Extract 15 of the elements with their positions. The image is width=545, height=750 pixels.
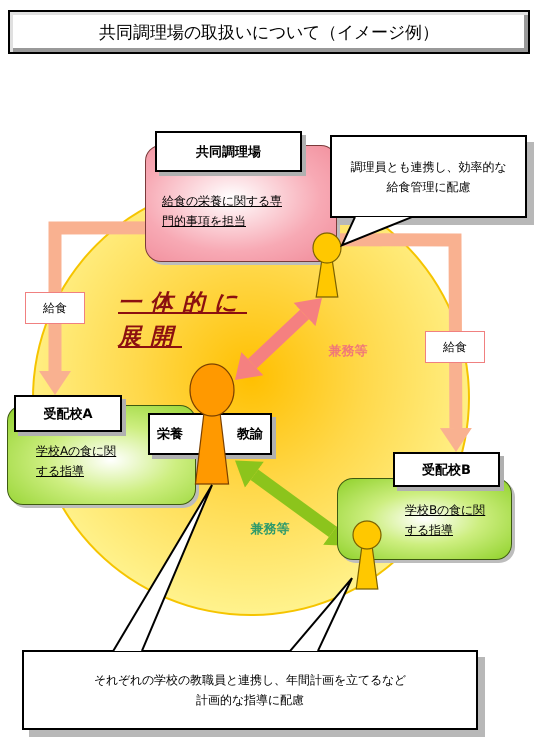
edge-label: 給食: [425, 331, 485, 363]
edge-label: 給食: [25, 292, 85, 324]
body-text: 学校Bの食に関する指導: [405, 502, 486, 539]
label-text: 教諭: [237, 426, 263, 443]
edge-label: 兼務等: [328, 343, 368, 360]
title-banner: 共同調理場の取扱いについて（イメージ例）: [8, 10, 530, 54]
edge-label: 兼務等: [250, 521, 290, 538]
body-text: 学校Aの食に関する指導: [36, 443, 118, 480]
slogan-text: 一体的に展開: [118, 289, 248, 352]
speech-bubble-tail: [340, 216, 413, 248]
block-arrow: [234, 298, 322, 380]
speech-bubble-tail: [289, 577, 353, 652]
body-text: 給食の栄養に関する専門的事項を担当: [162, 193, 283, 230]
label-text: 栄養: [157, 426, 183, 443]
speech-bubble-tail: [112, 484, 213, 652]
